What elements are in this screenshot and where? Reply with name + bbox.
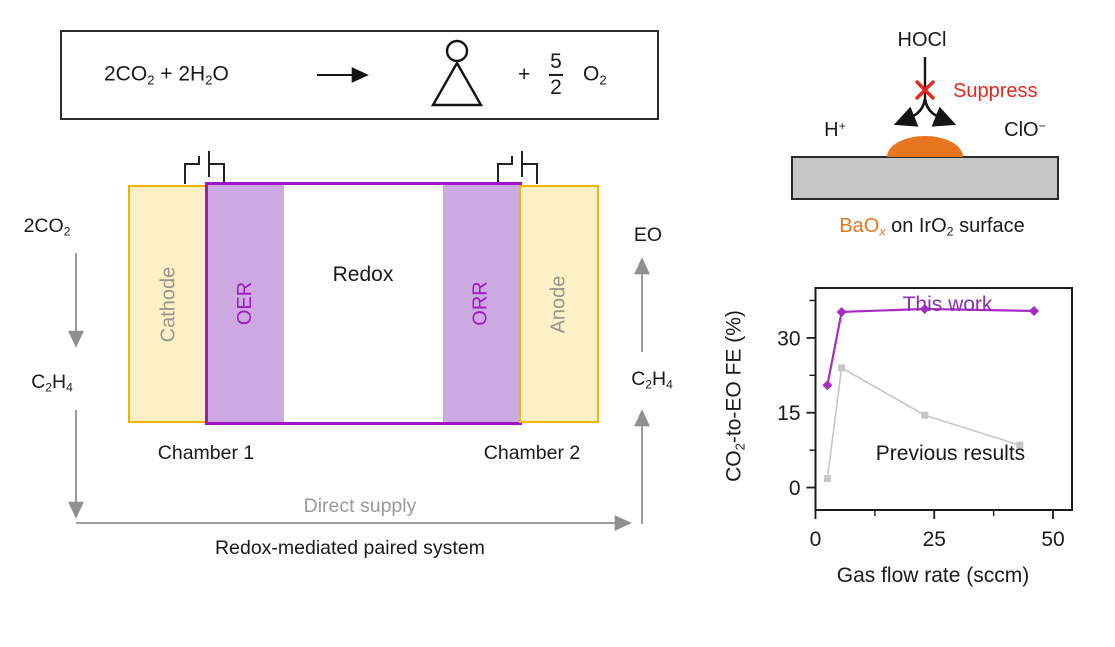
right-c2h4-label: C2H4 bbox=[631, 368, 673, 392]
chart-yaxis-label: CO2-to-EO FE (%) bbox=[722, 310, 748, 482]
baox-dome bbox=[887, 136, 963, 157]
suppress-label: Suppress bbox=[953, 80, 1038, 102]
terminal-right-icon bbox=[497, 151, 538, 184]
split-arrow-left bbox=[893, 98, 927, 127]
iro2-surface bbox=[791, 156, 1059, 200]
h-plus-label: H+ bbox=[824, 119, 846, 142]
plot-frame bbox=[814, 287, 1073, 511]
cathode-block: Cathode bbox=[128, 185, 209, 423]
eo-label: EO bbox=[633, 224, 663, 246]
anode-label: Anode bbox=[547, 275, 570, 333]
system-caption: Redox-mediated paired system bbox=[215, 537, 485, 559]
cathode-label: Cathode bbox=[157, 266, 179, 342]
equation-o2: O2 bbox=[583, 62, 607, 88]
baox-caption: BaOx on IrO2 surface bbox=[839, 215, 1025, 239]
equation-plus: + bbox=[518, 63, 531, 86]
left-c2h4-label: C2H4 bbox=[31, 371, 73, 395]
split-arrow-right bbox=[923, 98, 957, 127]
equation-reactants: 2CO2 + 2H2O bbox=[104, 62, 229, 88]
series-line-0 bbox=[826, 307, 1035, 386]
suppress-x-icon bbox=[915, 80, 935, 100]
clo-minus-label: ClO− bbox=[1004, 119, 1046, 142]
data-point bbox=[1029, 305, 1039, 316]
orr-membrane: ORR bbox=[443, 185, 519, 422]
y-tick-label: 0 bbox=[789, 477, 801, 500]
chart-xaxis-label: Gas flow rate (sccm) bbox=[836, 564, 1030, 587]
data-point bbox=[921, 411, 929, 419]
hocl-label: HOCl bbox=[897, 29, 947, 51]
data-point bbox=[838, 364, 846, 372]
x-tick-label: 0 bbox=[810, 528, 822, 551]
chamber2-label: Chamber 2 bbox=[483, 442, 581, 464]
chamber1-label: Chamber 1 bbox=[157, 442, 255, 464]
data-point bbox=[836, 306, 847, 317]
terminal-left-icon bbox=[184, 151, 225, 184]
y-tick-label: 15 bbox=[777, 402, 800, 425]
input-2co2-label: 2CO2 bbox=[23, 215, 71, 239]
series-label-previous-results: Previous results bbox=[875, 442, 1026, 465]
redox-cell-box: OER ORR bbox=[205, 182, 522, 425]
x-tick-label: 25 bbox=[923, 528, 946, 551]
anode-block: Anode bbox=[519, 185, 599, 423]
redox-label: Redox bbox=[332, 263, 394, 286]
ethylene-oxide-icon bbox=[430, 39, 484, 107]
reaction-arrow-icon bbox=[317, 67, 369, 83]
orr-label: ORR bbox=[469, 281, 492, 326]
y-tick-label: 30 bbox=[777, 327, 800, 350]
data-point bbox=[822, 380, 833, 391]
oer-label: OER bbox=[234, 281, 257, 326]
oer-membrane: OER bbox=[208, 185, 284, 422]
x-tick-label: 50 bbox=[1041, 528, 1064, 551]
series-label-this-work: This work bbox=[902, 293, 993, 316]
direct-supply-label: Direct supply bbox=[303, 495, 417, 517]
data-point bbox=[823, 475, 831, 483]
